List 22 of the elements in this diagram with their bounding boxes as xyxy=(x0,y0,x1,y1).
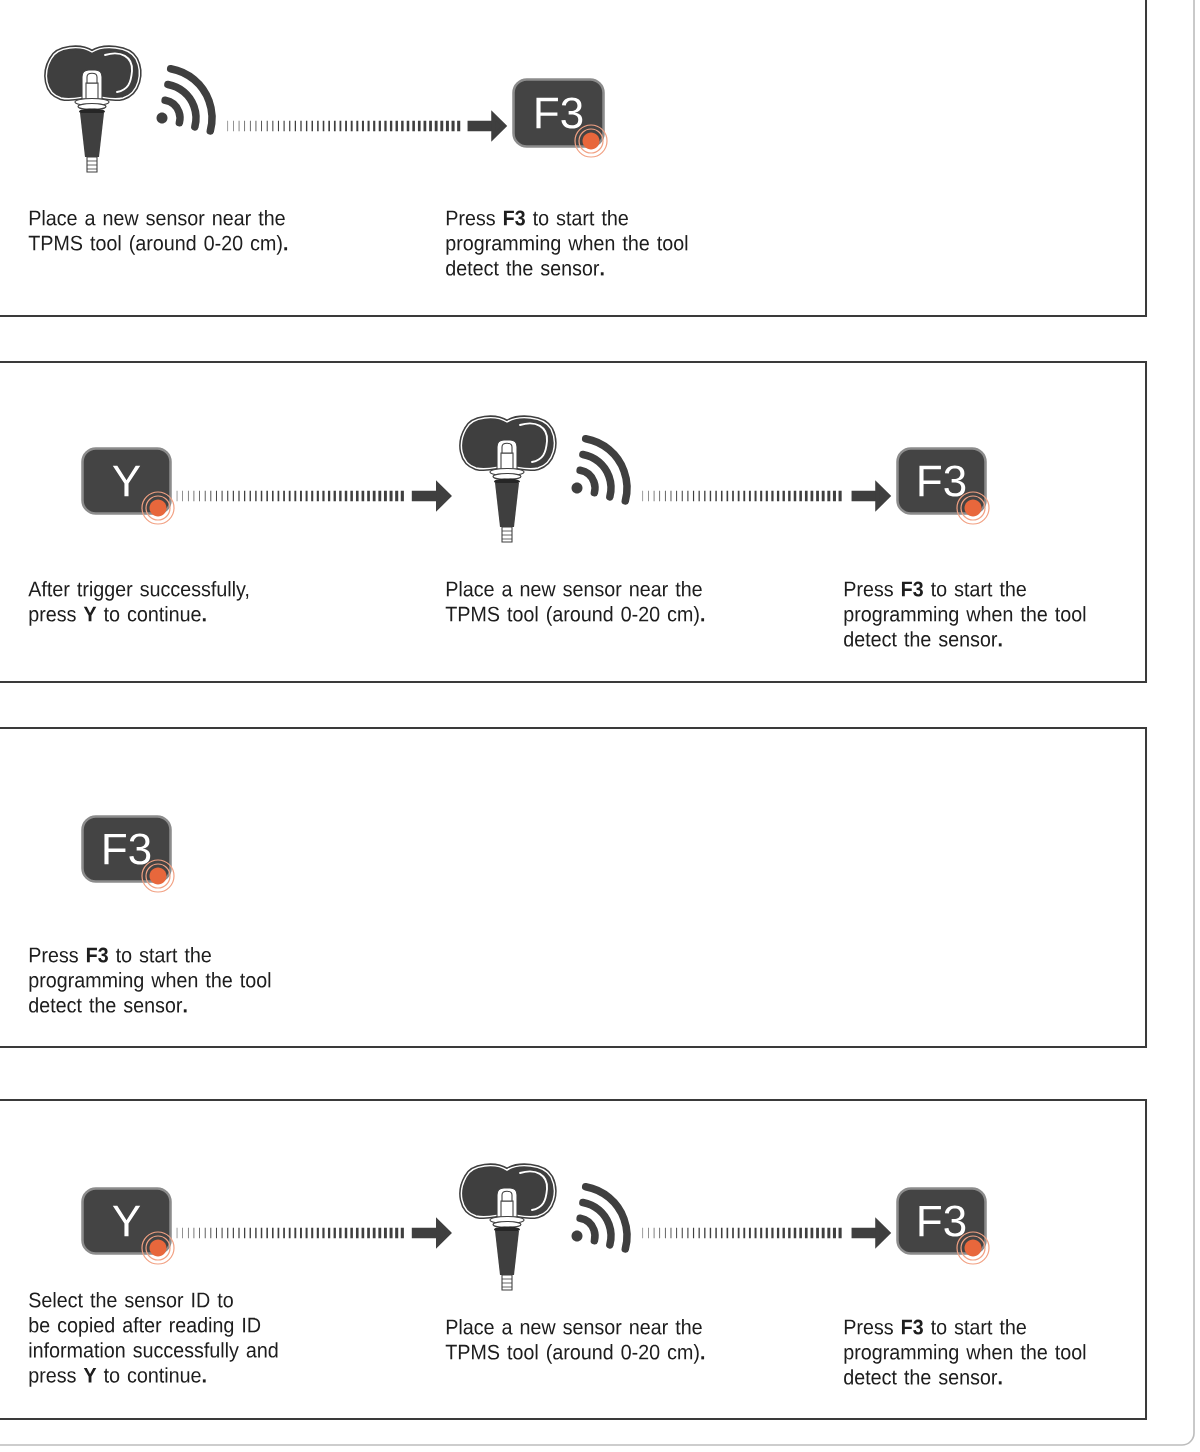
key-button: Y xyxy=(81,1187,172,1255)
panel xyxy=(0,361,1147,683)
panel xyxy=(0,727,1147,1048)
key-button: F3 xyxy=(512,78,605,148)
step-caption: Place a new sensor near the TPMS tool (around 0-20 cm). xyxy=(28,210,288,255)
key-button: Y xyxy=(81,447,172,515)
panel xyxy=(0,1099,1147,1420)
sensor-picture xyxy=(459,1163,631,1291)
key-button: F3 xyxy=(896,447,987,515)
step-caption: After trigger successfully, press Y to continue. xyxy=(28,581,249,626)
step-caption: Select the sensor ID to be copied after reading ID information successfully and press Y to continue. xyxy=(29,1292,278,1387)
sensor-picture xyxy=(44,45,216,173)
sensor-picture xyxy=(459,415,631,543)
key-button: F3 xyxy=(896,1187,987,1255)
key-button: F3 xyxy=(81,815,172,883)
step-caption: Press F3 to start the programming when the tool detect the sensor. xyxy=(446,210,688,276)
step-caption: Place a new sensor near the TPMS tool (around 0-20 cm). xyxy=(445,581,705,626)
step-caption: Press F3 to start the programming when the tool detect the sensor. xyxy=(29,947,271,1013)
step-caption: Press F3 to start the programming when the tool detect the sensor. xyxy=(844,1319,1086,1385)
panel xyxy=(0,0,1147,317)
step-caption: Place a new sensor near the TPMS tool (around 0-20 cm). xyxy=(445,1319,705,1364)
step-caption: Press F3 to start the programming when the tool detect the sensor. xyxy=(844,581,1086,647)
